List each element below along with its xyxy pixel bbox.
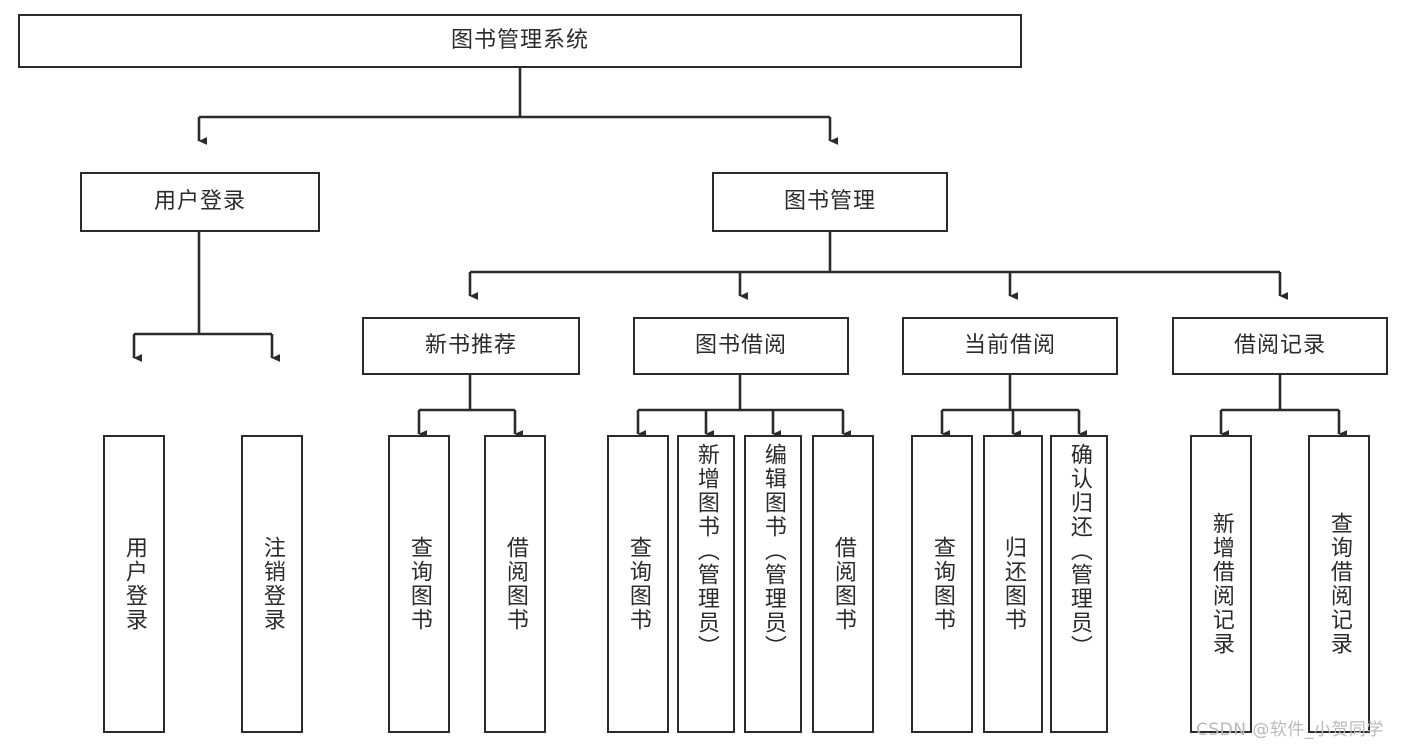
node-label: 归还图书 <box>1000 536 1026 632</box>
node-label: 查询图书 <box>625 536 651 632</box>
node-label: 图书管理系统 <box>450 27 589 53</box>
node-label: 确认归还（管理员） <box>1066 443 1092 659</box>
node-leaf-user-login[interactable]: 用户登录 <box>103 435 165 733</box>
node-leaf-confirm-return[interactable]: 确认归还（管理员） <box>1050 435 1108 733</box>
node-book-manage[interactable]: 图书管理 <box>712 172 948 232</box>
node-label: 用户登录 <box>153 188 246 214</box>
node-root[interactable]: 图书管理系统 <box>18 14 1022 68</box>
node-label: 新书推荐 <box>424 332 517 358</box>
node-user-login[interactable]: 用户登录 <box>80 172 320 232</box>
node-book-borrow[interactable]: 图书借阅 <box>633 317 849 375</box>
node-leaf-return-book[interactable]: 归还图书 <box>983 435 1043 733</box>
node-leaf-query-book-1[interactable]: 查询图书 <box>388 435 450 733</box>
node-label: 借阅记录 <box>1233 332 1326 358</box>
node-leaf-query-book-2[interactable]: 查询图书 <box>607 435 669 733</box>
node-new-book-rec[interactable]: 新书推荐 <box>362 317 580 375</box>
node-label: 图书管理 <box>783 188 876 214</box>
node-current-borrow[interactable]: 当前借阅 <box>902 317 1118 375</box>
node-label: 借阅图书 <box>830 536 856 632</box>
node-label: 编辑图书（管理员） <box>760 443 786 659</box>
node-label: 借阅图书 <box>502 536 528 632</box>
node-leaf-logout[interactable]: 注销登录 <box>241 435 303 733</box>
node-label: 图书借阅 <box>694 332 787 358</box>
node-label: 查询图书 <box>406 536 432 632</box>
node-leaf-query-record[interactable]: 查询借阅记录 <box>1308 435 1370 733</box>
node-label: 当前借阅 <box>963 332 1056 358</box>
node-leaf-add-book[interactable]: 新增图书（管理员） <box>677 435 735 733</box>
node-label: 新增借阅记录 <box>1208 512 1234 656</box>
node-leaf-borrow-book-2[interactable]: 借阅图书 <box>812 435 874 733</box>
node-leaf-borrow-book-1[interactable]: 借阅图书 <box>484 435 546 733</box>
node-borrow-record[interactable]: 借阅记录 <box>1172 317 1388 375</box>
node-label: 新增图书（管理员） <box>693 443 719 659</box>
node-leaf-edit-book[interactable]: 编辑图书（管理员） <box>744 435 802 733</box>
node-label: 用户登录 <box>121 536 147 632</box>
node-label: 查询图书 <box>929 536 955 632</box>
node-label: 注销登录 <box>259 536 285 632</box>
node-leaf-query-book-3[interactable]: 查询图书 <box>911 435 973 733</box>
watermark-text: CSDN @软件_小贺同学 <box>1196 720 1384 740</box>
node-leaf-add-record[interactable]: 新增借阅记录 <box>1190 435 1252 733</box>
node-label: 查询借阅记录 <box>1326 512 1352 656</box>
